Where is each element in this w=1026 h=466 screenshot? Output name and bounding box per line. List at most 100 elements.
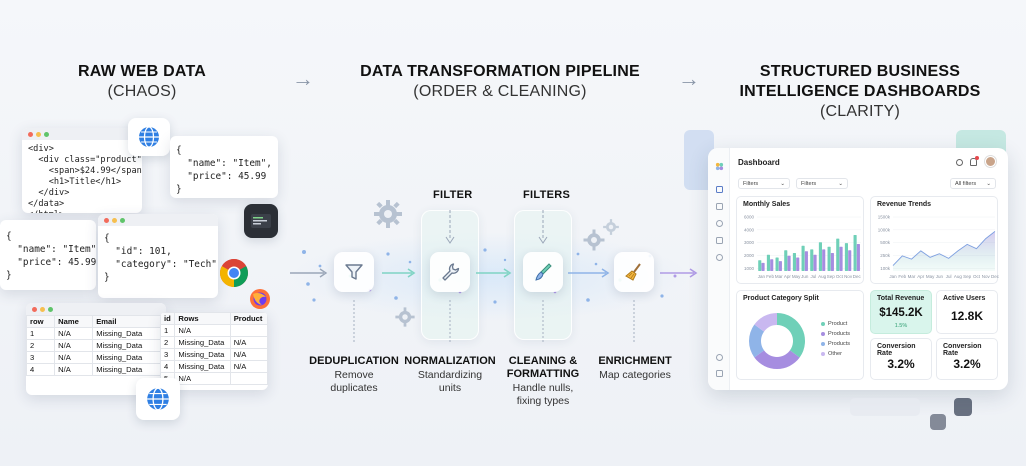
filter-dropdown-label: All filters [955,181,977,187]
table-header-cell: Rows [174,312,231,325]
table-header-cell: id [160,312,176,325]
table-header-cell: row [26,315,56,328]
bar-series-1 [784,250,788,271]
x-tick-label: Jun [801,274,809,279]
bar-series-2 [830,253,834,271]
bar-series-2 [804,251,808,271]
table-cell: Missing_Data [92,351,166,364]
code-line: { [6,231,12,242]
flow-arrow-icon [476,266,514,278]
pie-slice [754,350,800,369]
monthly-sales-title: Monthly Sales [743,201,791,208]
pie-slice [777,313,805,358]
bar-series-1 [827,246,831,271]
filter-label-2: FILTERS [523,189,571,201]
chrome-icon [219,258,249,288]
sidebar-item-alerts[interactable] [716,254,723,261]
x-tick-label: Mar [775,274,783,279]
y-tick-label: 1000k [878,227,891,232]
table-header-cell: Product [229,312,268,325]
sidebar-item-logout[interactable] [716,370,723,377]
y-tick-label: 4000 [744,227,755,232]
code-line: { [176,145,182,156]
table-cell: N/A [54,351,94,364]
notification-badge [975,156,979,160]
notification-icon[interactable] [970,158,977,166]
code-line: </data> [28,199,65,209]
code-line: <div class="product"> [28,155,142,165]
chevron-down-icon: ⌄ [780,181,785,187]
stage-normalization [430,252,470,292]
legend-item: Products [821,331,850,337]
legend-label: Other [828,351,842,357]
kpi-conversion-rate-2: Conversion Rate 3.2% [936,338,998,380]
bar-series-2 [796,257,800,271]
code-line: <span>$24.99</span> [28,166,142,176]
legend-item: Product [821,321,847,327]
brush-icon [535,263,552,281]
table-cell: 2 [26,339,56,352]
code-line: "price": 45.99 [6,257,96,268]
y-tick-label: 500k [880,240,891,245]
x-tick-label: May [926,274,935,279]
stage-desc-normalization-1: Standardizing [417,369,483,381]
stage-desc-deduplication-1: Remove [334,369,374,381]
bar-series-2 [822,249,826,271]
sidebar-item-charts[interactable] [716,203,723,210]
x-tick-label: Jan [758,274,766,279]
stage-leader-lines [353,300,635,344]
table-cell: 1 [26,327,56,340]
funnel-icon [345,264,363,280]
table-cell: N/A [174,324,231,337]
x-tick-label: Oct [973,274,981,279]
search-icon[interactable] [956,159,963,166]
arrow-right-icon: → [678,66,700,91]
table-cell: Missing_Data [174,348,231,361]
kpi-label: Conversion Rate [943,343,982,357]
y-tick-label: 1000 [744,266,755,271]
terminal-icon [244,204,278,238]
json-card-2: { "name": "Item", "price": 45.99} [0,220,96,290]
code-line: </html> [28,210,136,213]
x-tick-label: Nov [982,274,991,279]
kpi-value: 3.2% [953,357,981,371]
stage-deduplication [334,252,374,292]
bar-series-1 [758,260,762,271]
chevron-down-icon: ⌄ [838,181,843,187]
x-tick-label: Apr [784,274,792,279]
avatar[interactable] [985,156,996,167]
code-line: { [104,233,110,244]
bar-series-1 [792,253,796,271]
x-tick-label: Dec [853,274,862,279]
sidebar-item-home[interactable] [716,186,723,193]
y-tick-label: 2000 [744,253,755,258]
header-pipeline: DATA TRANSFORMATION PIPELINE (ORDER & CL… [335,62,665,102]
table-cell: 3 [26,351,56,364]
bar-series-1 [818,242,822,271]
stage-cleaning [523,252,563,292]
x-tick-label: Jul [811,274,817,279]
kpi-conversion-rate-1: Conversion Rate 3.2% [870,338,932,380]
series-line [892,231,996,266]
bar-series-1 [836,238,840,271]
kpi-active-users: Active Users 12.8K [936,290,998,334]
kpi-label: Active Users [943,295,986,302]
table-cell: Missing_Data [174,336,231,349]
sidebar-item-reports[interactable] [716,237,723,244]
pie-slice [749,324,765,358]
x-tick-label: Jun [936,274,944,279]
json-code-block: { "name": "Item", "price": 45.99} [0,220,96,286]
table-cell: Missing_Data [92,339,166,352]
filter-dropdown-1[interactable]: Filters⌄ [738,178,790,189]
kpi-value: $145.2K [879,307,923,319]
sidebar-item-help[interactable] [716,354,723,361]
bar-series-2 [770,259,774,271]
sidebar-item-settings[interactable] [716,220,723,227]
header-raw-data: RAW WEB DATA (CHAOS) [62,62,222,102]
filter-dropdown-2[interactable]: Filters⌄ [796,178,848,189]
flow-arrow-icon [290,266,330,278]
filter-dropdown-all[interactable]: All filters⌄ [950,178,996,189]
